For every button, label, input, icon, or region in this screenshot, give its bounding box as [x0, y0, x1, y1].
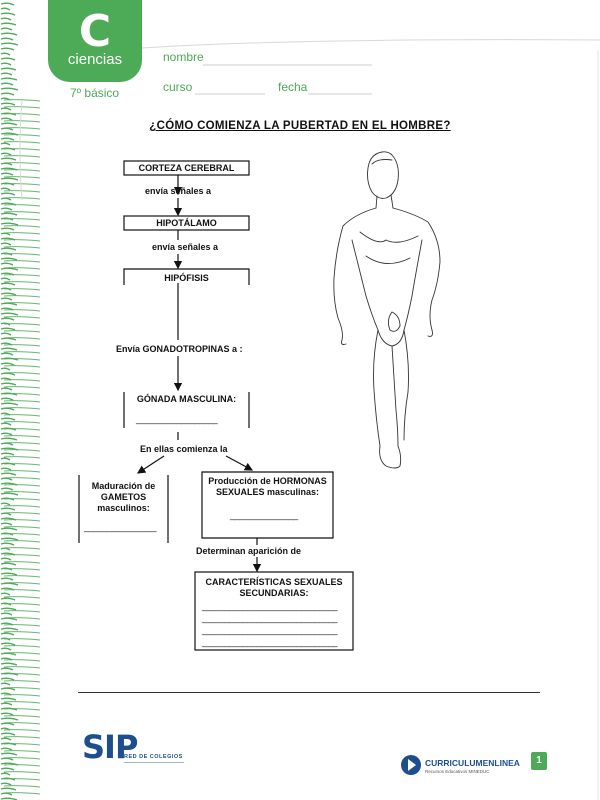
link-5-label: Determinan aparición de	[196, 546, 302, 556]
subject-name: ciencias	[67, 51, 123, 68]
box-hipofisis-label: HIPÓFISIS	[164, 273, 209, 283]
arrow-left	[136, 455, 165, 474]
box-hipofisis	[123, 268, 250, 285]
curriculum-logo: CURRICULUMENLINEA	[425, 758, 520, 768]
footer-divider	[78, 692, 540, 693]
answer-line-4: ______________________________	[202, 637, 338, 647]
box-hipotalamo	[123, 215, 250, 231]
box-corteza	[123, 160, 250, 176]
box-gametos-label: Maduración de GAMETOS masculinos:	[91, 481, 156, 513]
subject-letter: C	[78, 6, 112, 57]
link-1-label: envía señales a	[145, 186, 212, 196]
arrow-right	[225, 455, 254, 471]
header-field-lines	[195, 64, 372, 95]
answer-line-1: ______________________________	[202, 601, 338, 611]
box-caracteristicas-label: CARACTERÍSTICAS SEXUALES SECUNDARIAS:	[205, 577, 343, 598]
box-caracteristicas	[194, 571, 354, 651]
box-gonada-blank: __________________	[136, 414, 218, 424]
answer-line-2: ______________________________	[202, 613, 338, 623]
box-gametos	[78, 475, 169, 543]
sip-subtitle: RED DE COLEGIOS	[124, 754, 183, 760]
name-label: nombre	[163, 50, 204, 64]
sip-subtitle-rule	[124, 762, 184, 763]
box-gonada-label: GÓNADA MASCULINA:	[136, 394, 237, 404]
curriculum-subtitle: Recursos Educativos MINEDUC	[425, 769, 490, 774]
link-2-label: envía señales a	[152, 242, 219, 252]
box-hormonas-label: Producción de HORMONAS SEXUALES masculin…	[208, 476, 327, 497]
play-icon	[401, 755, 421, 775]
subject-badge: C ciencias	[48, 0, 142, 82]
grade-label: 7º básico	[70, 86, 120, 100]
sip-logo: SIP	[82, 728, 138, 766]
box-gametos-blank: ________________	[84, 522, 157, 532]
link-4-label: En ellas comienza la	[140, 444, 228, 454]
box-hormonas-blank: _______________	[230, 510, 298, 520]
worksheet-title: ¿CÓMO COMIENZA LA PUBERTAD EN EL HOMBRE?	[149, 120, 451, 132]
box-hormonas	[201, 471, 334, 539]
page-number: 1	[531, 752, 547, 770]
course-label: curso	[163, 80, 193, 94]
box-gonada	[123, 392, 250, 428]
box-corteza-label: CORTEZA CEREBRAL	[138, 163, 235, 173]
date-label: fecha	[278, 80, 308, 94]
male-body-illustration	[333, 151, 441, 469]
answer-line-3: ______________________________	[202, 625, 338, 635]
link-3-label: Envía GONADOTROPINAS a :	[116, 344, 243, 354]
box-hipotalamo-label: HIPOTÁLAMO	[156, 218, 217, 228]
